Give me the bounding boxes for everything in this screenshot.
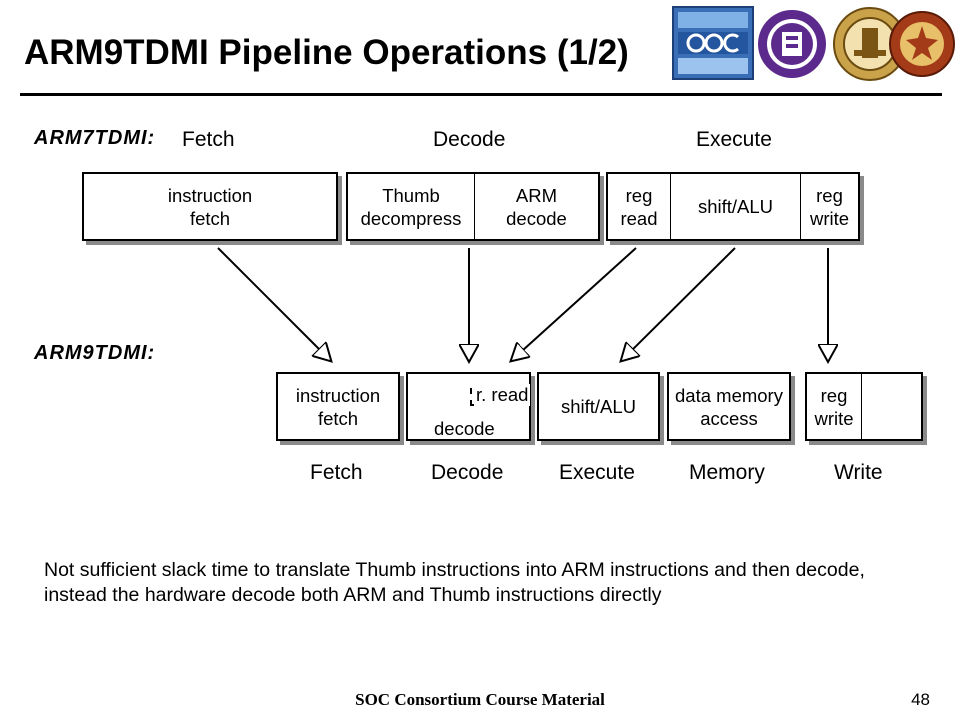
arrow-shift-alu-to-execute [622, 247, 736, 360]
arm9-fetch-text: instruction fetch [295, 384, 381, 429]
arm9-write-divider [861, 374, 862, 439]
university-emblem-red [889, 11, 955, 77]
arm9-execute-box: shift/ALU [537, 372, 660, 441]
title-underline [20, 93, 942, 96]
arm7-shift-alu-text: shift/ALU [697, 196, 774, 217]
arm9tdmi-label: ARM9TDMI: [34, 342, 156, 364]
explanation-text: Not sufficient slack time to translate T… [44, 559, 865, 606]
footer-text: SOC Consortium Course Material [355, 690, 605, 709]
arm9-shift-alu-text: shift/ALU [560, 396, 637, 417]
arm7-stage-fetch: Fetch [182, 128, 235, 151]
arm9-stage-memory: Memory [689, 461, 765, 484]
university-emblem-gold [833, 7, 907, 81]
arm9-decode-box: r. read decode [406, 372, 531, 441]
arm9-write-box: reg write [805, 372, 923, 441]
arm7-stage-decode: Decode [433, 128, 506, 151]
arm9-fetch-box: instruction fetch [276, 372, 400, 441]
arrow-fetch-to-fetch [217, 247, 330, 360]
arm9-data-memory-text: data memory access [675, 384, 783, 429]
arm7-fetch-box: instruction fetch [82, 172, 338, 241]
arm9-decode-text: decode [434, 418, 495, 439]
arm9-rread-text: r. read [474, 384, 531, 406]
arm7-stage-execute: Execute [696, 128, 772, 151]
arm9-stage-execute: Execute [559, 461, 635, 484]
arm9-reg-write-text: reg write [814, 384, 854, 429]
arm7tdmi-label: ARM7TDMI: [34, 127, 156, 149]
arm7-arm-decode-text: ARM decode [506, 184, 567, 229]
arm9-memory-box: data memory access [667, 372, 791, 441]
soc-logo [672, 6, 754, 80]
arm7-execute-divider-1 [670, 174, 671, 239]
arm7-thumb-decompress-text: Thumb decompress [360, 184, 462, 229]
arm7-reg-write-text: reg write [809, 184, 850, 229]
arm7-decode-divider [474, 174, 475, 239]
university-emblem-purple [758, 10, 826, 78]
arm7-execute-box: reg read shift/ALU reg write [606, 172, 860, 241]
arm9-stage-decode: Decode [431, 461, 504, 484]
arrow-arm-decode-to-decode [512, 247, 637, 360]
arm9-stage-write: Write [834, 461, 883, 484]
arm9-stage-fetch: Fetch [310, 461, 363, 484]
page-number: 48 [911, 690, 930, 709]
arm7-reg-read-text: reg read [620, 184, 658, 229]
arm7-execute-divider-2 [800, 174, 801, 239]
arm7-decode-box: Thumb decompress ARM decode [346, 172, 600, 241]
arm7-fetch-text: instruction fetch [167, 184, 253, 229]
slide-title: ARM9TDMI Pipeline Operations (1/2) [24, 33, 629, 72]
logo-strip [672, 4, 956, 94]
